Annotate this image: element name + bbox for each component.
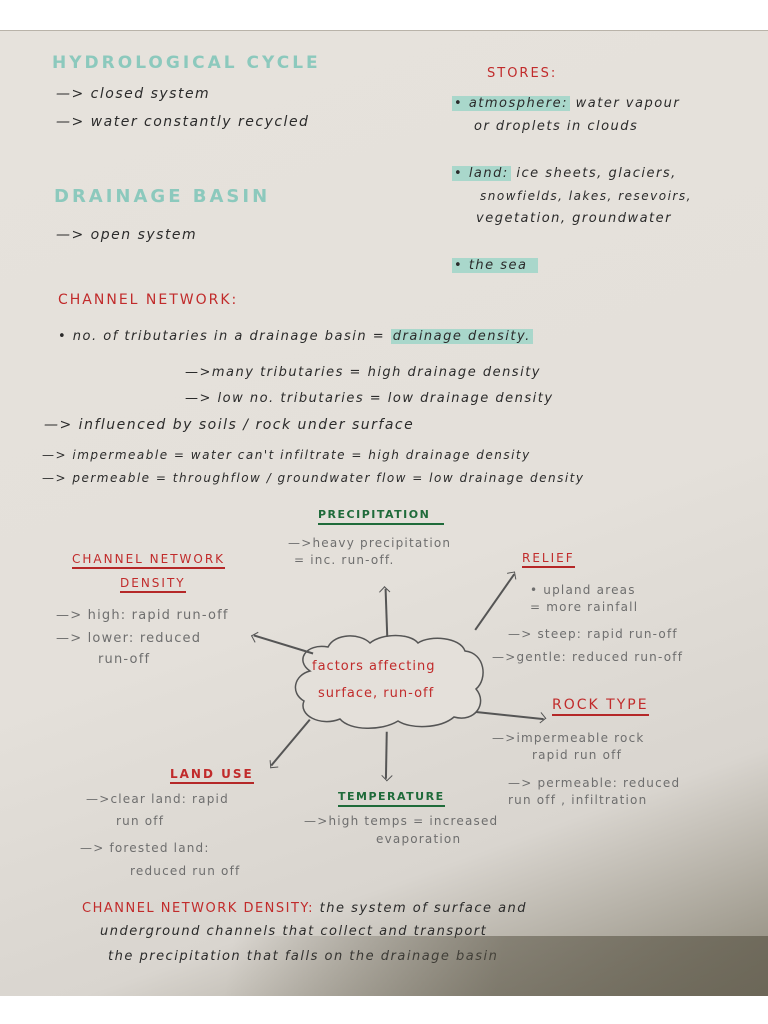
cnd-line-3: run-off	[98, 652, 151, 667]
hydrological-point-2: —> water constantly recycled	[56, 114, 310, 130]
hydrological-point-1: —> closed system	[56, 86, 211, 102]
cnd-line-2: —> lower: reduced	[56, 631, 202, 646]
store-sea: • the sea	[452, 258, 538, 273]
drainage-basin-heading: DRAINAGE BASIN	[54, 186, 271, 207]
notebook-page: HYDROLOGICAL CYCLE —> closed system —> w…	[0, 30, 768, 996]
definition-term: CHANNEL NETWORK DENSITY:	[82, 901, 315, 916]
land-use-line-3: —> forested land:	[80, 841, 210, 855]
land-use-line-1: —>clear land: rapid	[86, 792, 229, 806]
drainage-density-highlight: drainage density.	[390, 329, 533, 344]
precipitation-line-2: = inc. run-off.	[294, 553, 395, 567]
rock-type-heading: ROCK TYPE	[552, 697, 649, 716]
definition-line-2: underground channels that collect and tr…	[100, 924, 488, 939]
store-land-cont-2: vegetation, groundwater	[476, 211, 672, 226]
rock-type-line-4: run off , infiltration	[508, 793, 648, 807]
temperature-line-1: —>high temps = increased	[304, 814, 499, 828]
stores-heading: STORES:	[487, 66, 558, 81]
land-highlight: • land:	[452, 166, 511, 181]
hydrological-cycle-heading: HYDROLOGICAL CYCLE	[52, 53, 321, 73]
cnd-heading-line-1: CHANNEL NETWORK	[72, 552, 226, 569]
relief-line-1: • upland areas	[530, 583, 636, 597]
arrow-to-relief-icon	[474, 573, 515, 631]
channel-point-1: —> influenced by soils / rock under surf…	[44, 417, 415, 433]
cnd-line-1: —> high: rapid run-off	[56, 608, 229, 623]
sea-highlight: • the sea	[452, 258, 538, 273]
relief-line-2: = more rainfall	[530, 600, 639, 614]
land-use-heading: LAND USE	[170, 767, 254, 784]
atmosphere-highlight: • atmosphere:	[452, 96, 570, 111]
store-land-cont-1: snowfields, lakes, resevoirs,	[480, 189, 692, 203]
channel-sub-point-2: —> low no. tributaries = low drainage de…	[185, 391, 554, 406]
relief-line-3: —> steep: rapid run-off	[508, 627, 678, 641]
cloud-shape	[294, 634, 484, 729]
channel-point-3: —> permeable = throughflow / groundwater…	[42, 471, 585, 485]
arrow-to-precipitation-icon	[384, 588, 388, 637]
land-use-line-4: reduced run off	[130, 864, 241, 878]
precipitation-line-1: —>heavy precipitation	[288, 536, 452, 550]
definition-line-1: CHANNEL NETWORK DENSITY: the system of s…	[82, 901, 528, 916]
channel-point-2: —> impermeable = water can't infiltrate …	[42, 448, 531, 462]
rock-type-line-3: —> permeable: reduced	[508, 776, 681, 790]
channel-network-definition: • no. of tributaries in a drainage basin…	[58, 329, 533, 344]
precipitation-heading: PRECIPITATION	[318, 508, 445, 525]
relief-heading: RELIEF	[522, 551, 575, 568]
center-topic-line-2: surface, run-off	[318, 686, 435, 701]
definition-line-3: the precipitation that falls on the drai…	[108, 949, 499, 964]
store-land: • land: ice sheets, glaciers,	[452, 166, 677, 181]
cnd-heading-line-2: DENSITY	[120, 576, 186, 593]
relief-line-4: —>gentle: reduced run-off	[492, 650, 684, 664]
rock-type-line-1: —>impermeable rock	[492, 731, 645, 745]
center-topic-line-1: factors affecting	[312, 659, 436, 674]
temperature-heading: TEMPERATURE	[338, 790, 445, 807]
arrow-to-temperature-icon	[385, 731, 388, 779]
channel-sub-point-1: —>many tributaries = high drainage densi…	[185, 365, 541, 380]
channel-network-heading: CHANNEL NETWORK:	[58, 292, 239, 308]
drainage-basin-point-1: —> open system	[56, 227, 198, 243]
store-atmosphere-cont: or droplets in clouds	[474, 119, 639, 134]
store-atmosphere: • atmosphere: water vapour	[452, 96, 681, 111]
rock-type-line-2: rapid run off	[532, 748, 623, 762]
land-use-line-2: run off	[116, 814, 165, 828]
temperature-line-2: evaporation	[376, 832, 462, 846]
